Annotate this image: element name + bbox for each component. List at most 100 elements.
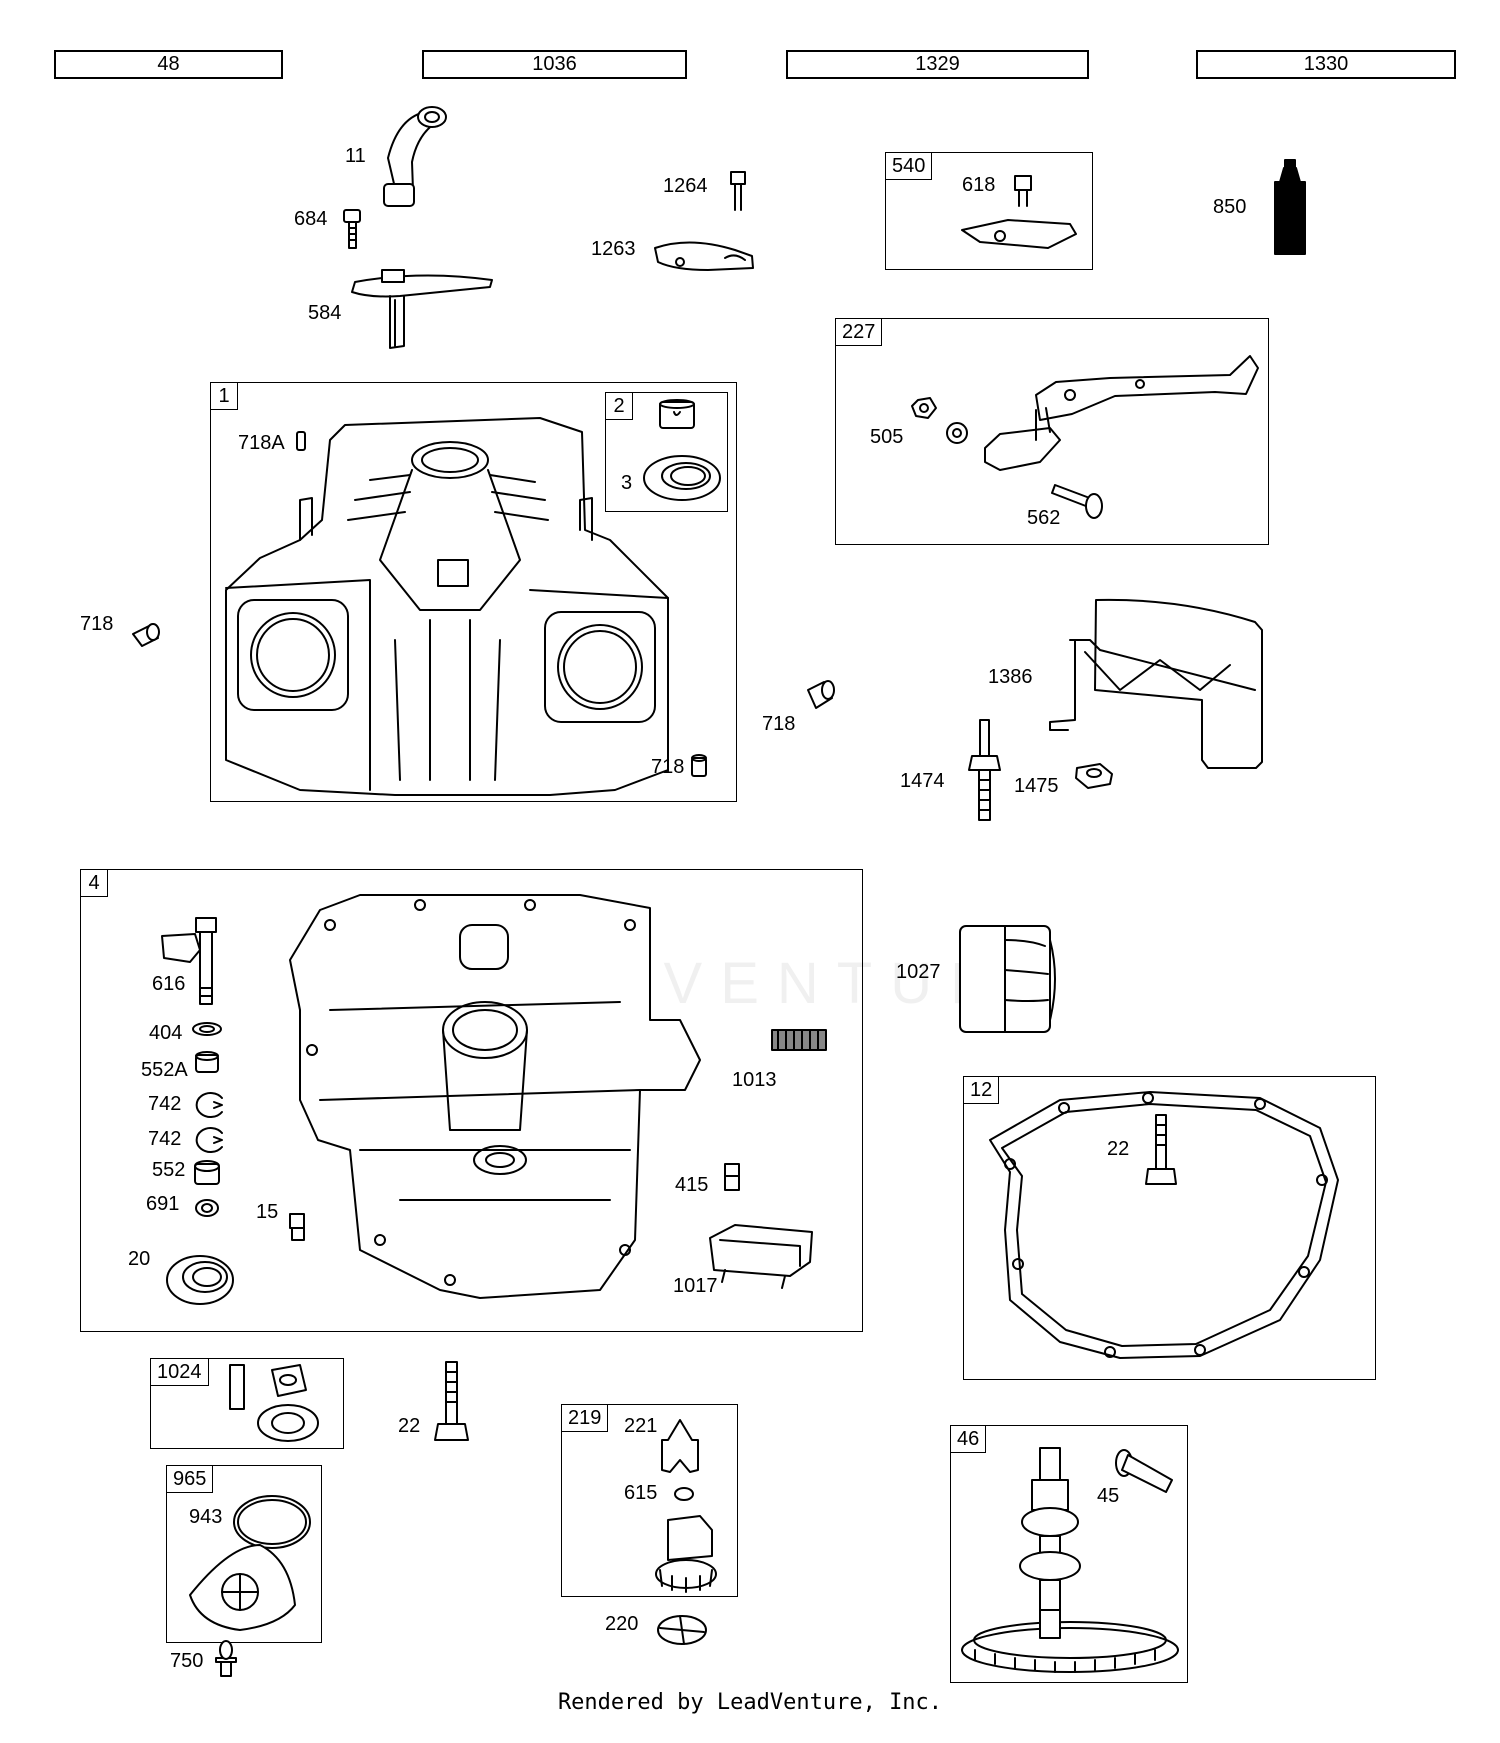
label-552: 552 xyxy=(152,1159,186,1181)
cylinder-block-part[interactable] xyxy=(226,418,668,795)
bolt-22-gasket-part[interactable] xyxy=(1146,1115,1176,1184)
label-562: 562 xyxy=(1027,507,1061,529)
ring-615-part[interactable] xyxy=(675,1488,693,1500)
bracket-540-part[interactable] xyxy=(962,220,1076,248)
nut-505-part[interactable] xyxy=(912,398,936,418)
bolt-684-part[interactable] xyxy=(344,210,360,248)
seal-691-part[interactable] xyxy=(196,1200,218,1216)
screw-618-part[interactable] xyxy=(1015,176,1031,206)
header-1329[interactable]: 1329 xyxy=(786,50,1089,79)
label-1475: 1475 xyxy=(1014,775,1059,797)
label-742-a: 742 xyxy=(148,1093,182,1115)
e-ring-742b-part[interactable] xyxy=(197,1128,222,1152)
header-48[interactable]: 48 xyxy=(54,50,283,79)
label-20: 20 xyxy=(128,1248,151,1270)
box-2-tag: 2 xyxy=(606,393,633,420)
box-46-camshaft[interactable]: 46 xyxy=(950,1425,1188,1683)
box-12-gasket[interactable]: 12 xyxy=(963,1076,1376,1380)
label-220: 220 xyxy=(605,1613,639,1635)
sealant-tube-850-part[interactable] xyxy=(1275,160,1305,254)
sump-part[interactable] xyxy=(290,895,700,1298)
label-943: 943 xyxy=(189,1506,223,1528)
box-227-tag: 227 xyxy=(836,319,883,346)
label-15: 15 xyxy=(256,1201,279,1223)
cup-221-part[interactable] xyxy=(662,1420,698,1472)
plug-415-part[interactable] xyxy=(725,1164,739,1190)
box-1-cylinder-block[interactable]: 1 xyxy=(210,382,737,802)
e-ring-742a-part[interactable] xyxy=(197,1093,222,1117)
label-1264: 1264 xyxy=(663,175,708,197)
label-615: 615 xyxy=(624,1482,658,1504)
dowel-718-mid-part[interactable] xyxy=(808,681,834,708)
seal-20-part[interactable] xyxy=(167,1256,233,1304)
box-1024-tag: 1024 xyxy=(151,1359,209,1386)
dipstick-tube-part[interactable] xyxy=(384,107,446,206)
o-ring-943-part[interactable] xyxy=(234,1496,310,1548)
oil-filter-1027-part[interactable] xyxy=(960,926,1055,1032)
bushing-552-part[interactable] xyxy=(195,1161,219,1184)
governor-gear-219-part[interactable] xyxy=(656,1516,716,1592)
label-742-b: 742 xyxy=(148,1128,182,1150)
box-965-tag: 965 xyxy=(167,1466,214,1493)
header-1330[interactable]: 1330 xyxy=(1196,50,1456,79)
box-965-pump-cover[interactable]: 965 xyxy=(166,1465,322,1643)
pin-718a-part[interactable] xyxy=(297,432,305,450)
label-22-gasket: 22 xyxy=(1107,1138,1130,1160)
header-1036[interactable]: 1036 xyxy=(422,50,687,79)
pump-cover-965-part[interactable] xyxy=(190,1545,295,1630)
governor-lever-part[interactable] xyxy=(985,356,1258,470)
seal-3-part[interactable] xyxy=(644,456,720,500)
label-1017: 1017 xyxy=(673,1275,718,1297)
screw-1264-part[interactable] xyxy=(731,172,745,210)
gasket-12-part[interactable] xyxy=(990,1092,1338,1358)
mesh-1013-part[interactable] xyxy=(772,1030,826,1050)
label-552a: 552A xyxy=(141,1059,188,1081)
bushing-552a-part[interactable] xyxy=(196,1052,218,1072)
stud-1474-part[interactable] xyxy=(969,720,1000,820)
label-1263: 1263 xyxy=(591,238,636,260)
bushing-2-part[interactable] xyxy=(660,400,694,428)
box-4-sump[interactable]: 4 xyxy=(80,869,863,1332)
label-750: 750 xyxy=(170,1650,204,1672)
box-227-governor-kit[interactable]: 227 xyxy=(835,318,1269,545)
label-404: 404 xyxy=(149,1022,183,1044)
label-718-mid: 718 xyxy=(762,713,796,735)
label-415: 415 xyxy=(675,1174,709,1196)
plug-15-part[interactable] xyxy=(290,1214,304,1240)
air-guide-1386-part[interactable] xyxy=(1050,600,1262,768)
pin-45-part[interactable] xyxy=(1116,1450,1172,1492)
dowel-718-left-part[interactable] xyxy=(133,624,159,646)
pin-562-part[interactable] xyxy=(1052,485,1102,518)
dowel-718-in-part[interactable] xyxy=(692,755,706,776)
screen-1017-part[interactable] xyxy=(710,1225,812,1288)
label-1386: 1386 xyxy=(988,666,1033,688)
box-219-governor-gear[interactable]: 219 xyxy=(561,1404,738,1597)
label-11: 11 xyxy=(345,145,366,167)
label-221: 221 xyxy=(624,1415,658,1437)
box-2-bushing-kit[interactable]: 2 xyxy=(605,392,728,512)
oil-slinger-part[interactable] xyxy=(352,270,492,348)
plate-1263-part[interactable] xyxy=(655,242,753,270)
label-718-left: 718 xyxy=(80,613,114,635)
bolt-22-part[interactable] xyxy=(435,1362,468,1440)
label-616: 616 xyxy=(152,973,186,995)
washer-220-part[interactable] xyxy=(658,1616,706,1644)
governor-shaft-616-part[interactable] xyxy=(162,918,216,1004)
box-540-tag: 540 xyxy=(886,153,933,180)
label-718-inner: 718 xyxy=(651,756,685,778)
box-540-bracket-kit[interactable]: 540 xyxy=(885,152,1093,270)
camshaft-46-part[interactable] xyxy=(962,1448,1178,1672)
nut-1475-part[interactable] xyxy=(1076,764,1112,788)
label-1027: 1027 xyxy=(896,961,941,983)
label-850: 850 xyxy=(1213,196,1247,218)
label-691: 691 xyxy=(146,1193,180,1215)
washer-505-part[interactable] xyxy=(947,423,967,443)
washer-404-part[interactable] xyxy=(193,1023,221,1035)
oil-pump-1024-part[interactable] xyxy=(230,1365,318,1441)
box-1024-oil-pump[interactable]: 1024 xyxy=(150,1358,344,1449)
label-584: 584 xyxy=(308,302,342,324)
screw-750-part[interactable] xyxy=(216,1641,236,1676)
box-12-tag: 12 xyxy=(964,1077,1000,1104)
label-1013: 1013 xyxy=(732,1069,777,1091)
